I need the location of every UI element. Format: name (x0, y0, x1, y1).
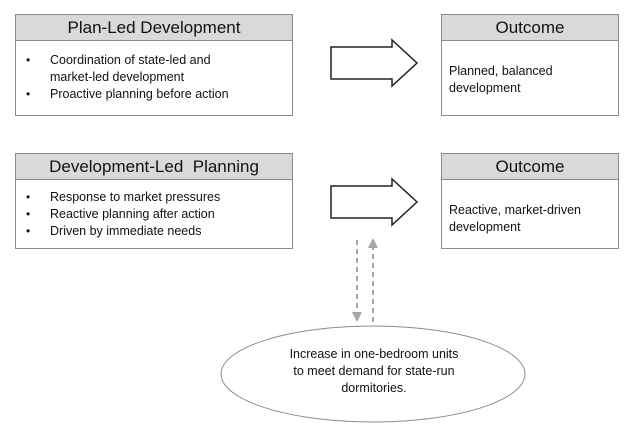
plan-led-title: Plan-Led Development (15, 14, 293, 41)
list-item: •Reactive planning after action (26, 207, 215, 221)
outcome-top-box (441, 39, 619, 116)
dev-led-box (15, 179, 293, 249)
list-item: •Coordination of state-led and (26, 53, 211, 67)
plan-led-box (15, 39, 293, 116)
list-item: •Response to market pressures (26, 190, 221, 204)
outcome-bottom-box (441, 179, 619, 249)
note-text: Increase in one-bedroom units to meet de… (289, 347, 459, 395)
outcome-top-text: Planned, balanced development (449, 64, 553, 95)
note-ellipse (220, 325, 526, 423)
outcome-bottom-text: Reactive, market-driven development (449, 203, 581, 234)
list-item: market-led development (50, 70, 185, 84)
arrow-right-top (330, 38, 419, 88)
list-item: •Proactive planning before action (26, 87, 229, 101)
dev-led-title: Development-Led Planning (15, 153, 293, 180)
outcome-bottom-title: Outcome (441, 153, 619, 180)
plan-led-bullets: •Coordination of state-led and market-le… (22, 52, 229, 103)
list-item: •Driven by immediate needs (26, 224, 202, 238)
dashed-arrow-up (368, 238, 378, 322)
dashed-arrow-down (352, 240, 362, 322)
dev-led-bullets: •Response to market pressures •Reactive … (22, 189, 220, 240)
outcome-top-title: Outcome (441, 14, 619, 41)
arrow-right-bottom (330, 177, 419, 227)
